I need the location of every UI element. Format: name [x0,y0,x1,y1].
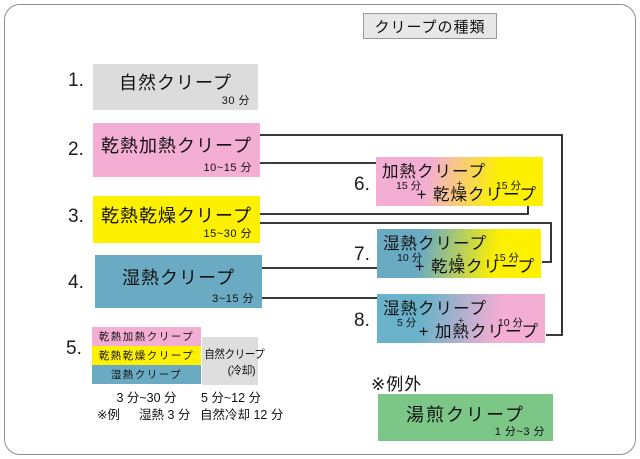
combo-6-plus: + [456,178,463,190]
combo-7-second-time: 15 分 [493,252,519,264]
step-5-number: 5. [66,338,82,359]
combo-6-second-time: 15 分 [495,180,521,192]
exception-time: 1 分~3 分 [494,426,545,438]
step-5-example-wet: 湿熱 3 分 [139,408,191,422]
step-3-label: 乾熱乾燥クリープ [101,205,252,226]
step-2-number: 2. [68,139,84,160]
combo-7-number: 7. [354,244,370,265]
combo-8-second-time: 10 分 [497,317,523,329]
step-3-box: 乾熱乾燥クリープ 15~30 分 [93,196,260,243]
step-5-layer-2: 乾熱乾燥クリープ [92,346,201,365]
combo-8-first-time: 5 分 [397,317,417,329]
combo-8-number: 8. [354,310,370,331]
step-3-number: 3. [68,206,84,227]
step-1-label: 自然クリープ [119,73,232,93]
step-5-example-cool: 自然冷却 12 分 [200,408,284,422]
outer-border [4,4,636,455]
step-4-time: 3~15 分 [212,293,254,305]
step-3-time: 15~30 分 [203,228,252,240]
step-5-example-prefix: ※例 [97,408,120,422]
step-1-box: 自然クリープ 30 分 [93,64,258,110]
combo-6-number: 6. [354,174,370,195]
combo-7-plus: + [455,250,463,262]
cooling-label: 自然クリープ [204,349,265,361]
step-1-time: 30 分 [221,95,250,107]
combo-6-box: 加熱クリープ 15 分 + 15 分 + 乾燥クリープ [376,157,543,206]
step-2-label: 乾熱加熱クリープ [101,136,252,156]
combo-8-box: 湿熱クリープ 5 分 + 10 分 + 加熱クリープ [377,294,545,343]
combo-7-box: 湿熱クリープ 10 分 + 15 分 + 乾燥クリープ [377,229,541,278]
combo-7-first-label: 湿熱クリープ [383,235,488,253]
step-5-layer-3: 湿熱クリープ [92,365,201,384]
step-5-stack-range: 3 分~30 分 [116,391,177,405]
diagram-title: クリープの種類 [363,13,497,39]
step-2-time: 10~15 分 [203,162,252,174]
step-5-cooling-box: 自然クリープ (冷却) [202,337,265,385]
combo-7-first-time: 10 分 [397,252,423,264]
step-4-label: 湿熱クリープ [122,267,235,288]
combo-6-first-time: 15 分 [396,180,422,192]
step-5-cooling-range: 5 分~12 分 [200,391,262,405]
exception-label: 湯煎クリープ [406,404,525,425]
connector-2-to-8 [260,134,563,336]
combo-8-plus: + [457,315,465,327]
step-4-box: 湿熱クリープ 3~15 分 [95,255,262,308]
combo-6-second-label: + 乾燥クリープ [416,186,537,204]
exception-box: 湯煎クリープ 1 分~3 分 [378,394,553,441]
connector-3-to-6 [260,205,529,215]
step-2-box: 乾熱加熱クリープ 10~15 分 [93,123,260,177]
exception-heading: ※例外 [371,375,423,394]
connector-3-to-7 [260,222,552,263]
step-4-number: 4. [68,272,84,293]
combo-7-second-label: + 乾燥クリープ [414,258,535,276]
cooling-sublabel: (冷却) [227,365,256,377]
combo-8-first-label: 湿熱クリープ [383,300,488,318]
step-5-layer-1: 乾熱加熱クリープ [92,327,201,346]
step-5-stack: 乾熱加熱クリープ 乾熱乾燥クリープ 湿熱クリープ [92,327,201,384]
combo-6-first-label: 加熱クリープ [382,163,487,181]
step-1-number: 1. [68,70,84,91]
combo-8-second-label: + 加熱クリープ [418,323,539,341]
